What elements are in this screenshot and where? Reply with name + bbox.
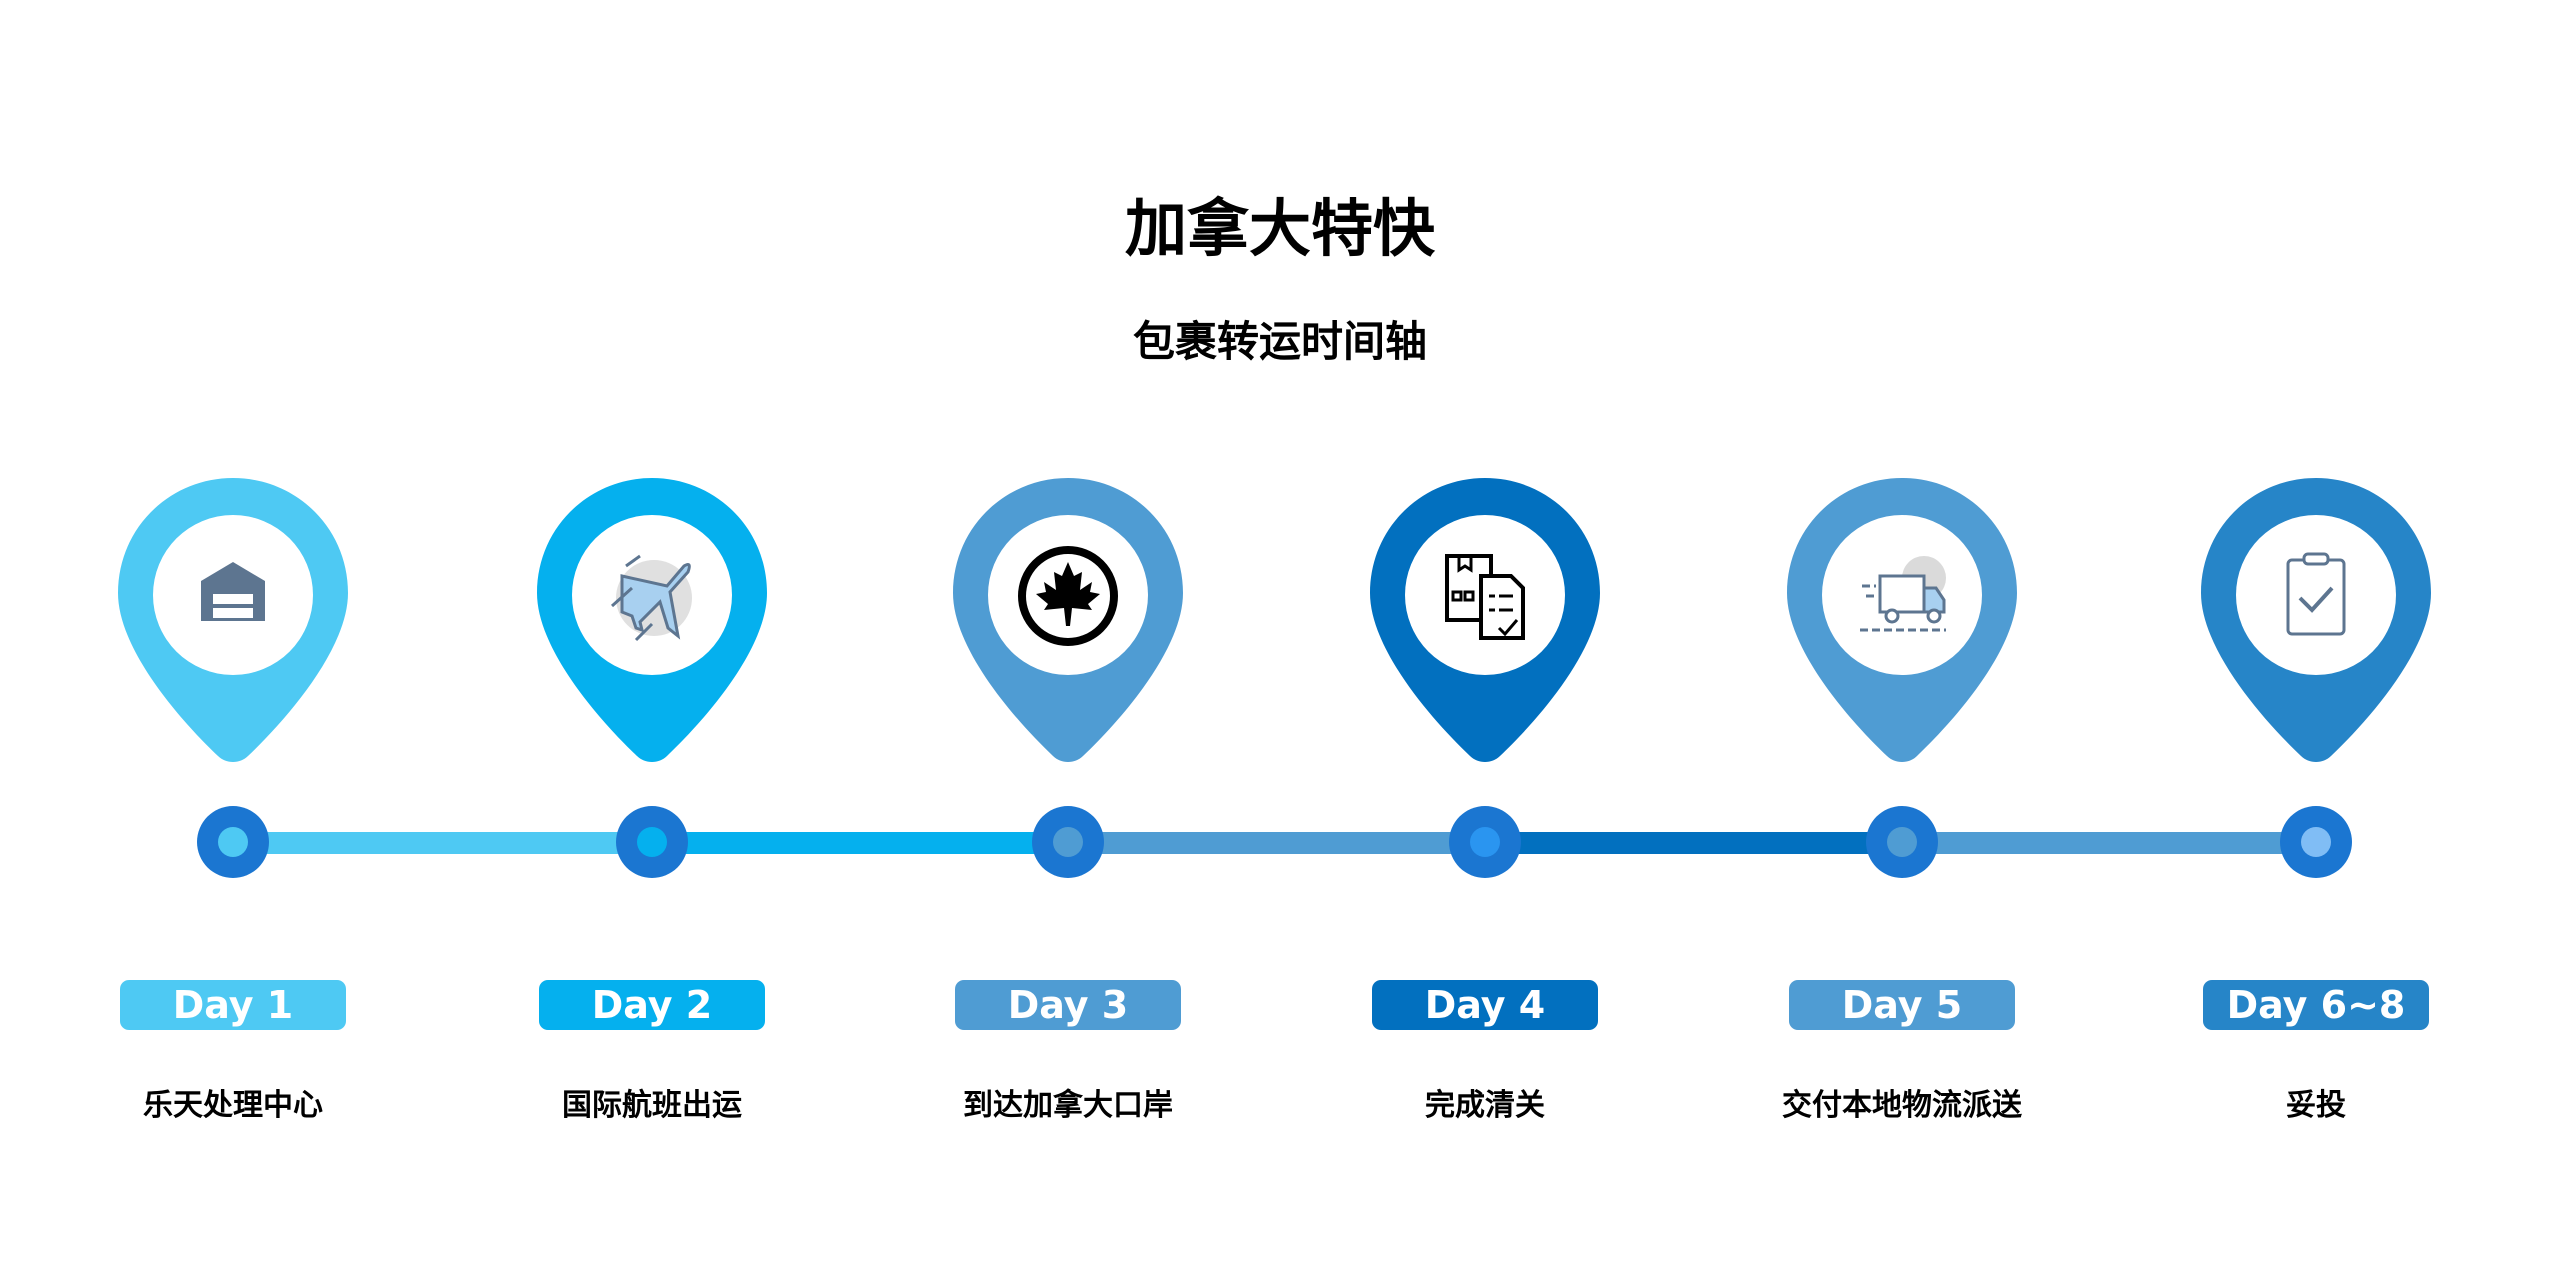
day-badge: Day 3 (955, 980, 1181, 1030)
timeline-node (2280, 806, 2352, 878)
day-badge: Day 6~8 (2203, 980, 2429, 1030)
step-label: 到达加拿大口岸 (963, 1088, 1173, 1123)
day-badge: Day 4 (1372, 980, 1598, 1030)
timeline-node (616, 806, 688, 878)
timeline-node (1866, 806, 1938, 878)
timeline-segment (233, 832, 652, 854)
page-subtitle: 包裹转运时间轴 (1132, 317, 1427, 366)
timeline-segment (1485, 832, 1902, 854)
timeline-segment (652, 832, 1068, 854)
page-title: 加拿大特快 (1124, 192, 1435, 265)
timeline-step: Day 6~8 妥投 (2106, 0, 2526, 1272)
step-label: 交付本地物流派送 (1782, 1088, 2022, 1123)
day-badge: Day 1 (120, 980, 346, 1030)
customs-documents-icon (1445, 554, 1525, 640)
step-label: 乐天处理中心 (143, 1088, 323, 1123)
warehouse-icon (201, 562, 265, 621)
timeline-segment (1902, 832, 2316, 854)
delivery-truck-icon (1860, 556, 1946, 632)
timeline-step: Day 1 乐天处理中心 (23, 0, 443, 1272)
airplane-icon (610, 554, 692, 642)
maple-leaf-icon (1018, 546, 1118, 646)
day-badge: Day 2 (539, 980, 765, 1030)
timeline-node (1449, 806, 1521, 878)
timeline-node (1032, 806, 1104, 878)
timeline-step: Day 5 交付本地物流派送 (1692, 0, 2112, 1272)
step-label: 完成清关 (1425, 1088, 1545, 1123)
clipboard-check-icon (2286, 552, 2346, 636)
timeline-step: Day 3 到达加拿大口岸 (858, 0, 1278, 1272)
step-label: 国际航班出运 (562, 1088, 742, 1123)
timeline-step: Day 2 国际航班出运 (442, 0, 862, 1272)
step-label: 妥投 (2286, 1088, 2346, 1123)
timeline-segment (1068, 832, 1485, 854)
timeline-step: Day 4 完成清关 (1275, 0, 1695, 1272)
timeline-node (197, 806, 269, 878)
day-badge: Day 5 (1789, 980, 2015, 1030)
